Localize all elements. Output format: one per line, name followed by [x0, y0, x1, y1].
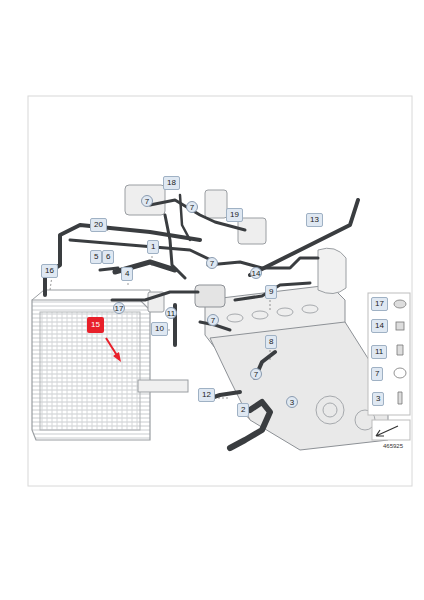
callout-number: 1 [147, 240, 159, 254]
callout-number: 7 [141, 195, 153, 207]
legend-callout: 3 [372, 392, 384, 406]
callout-number: 13 [306, 213, 323, 227]
callout-number: 3 [286, 396, 298, 408]
diagram-number: 465925 [383, 443, 403, 449]
legend-callout: 17 [371, 297, 388, 311]
callout-number: 14 [250, 267, 262, 279]
callout-number: 7 [207, 314, 219, 326]
legend-callout: 7 [371, 367, 383, 381]
callout-number: 11 [165, 307, 177, 319]
callout-number: 7 [186, 201, 198, 213]
callout-number: 7 [250, 368, 262, 380]
highlighted-callout: 15 [87, 317, 104, 333]
callout-number: 5 [90, 250, 102, 264]
callout-number: 2 [237, 403, 249, 417]
callout-number: 8 [265, 335, 277, 349]
callout-number: 10 [151, 322, 168, 336]
callout-number: 12 [198, 388, 215, 402]
legend-callout: 14 [371, 319, 388, 333]
callout-number: 9 [265, 285, 277, 299]
callout-number: 16 [41, 264, 58, 278]
callout-number: 18 [163, 176, 180, 190]
callout-number: 17 [113, 302, 125, 314]
legend-callout: 11 [371, 345, 387, 359]
callout-number: 19 [226, 208, 243, 222]
callout-number: 7 [206, 257, 218, 269]
callout-number: 6 [102, 250, 114, 264]
callout-number: 4 [121, 267, 133, 281]
callout-number: 20 [90, 218, 107, 232]
